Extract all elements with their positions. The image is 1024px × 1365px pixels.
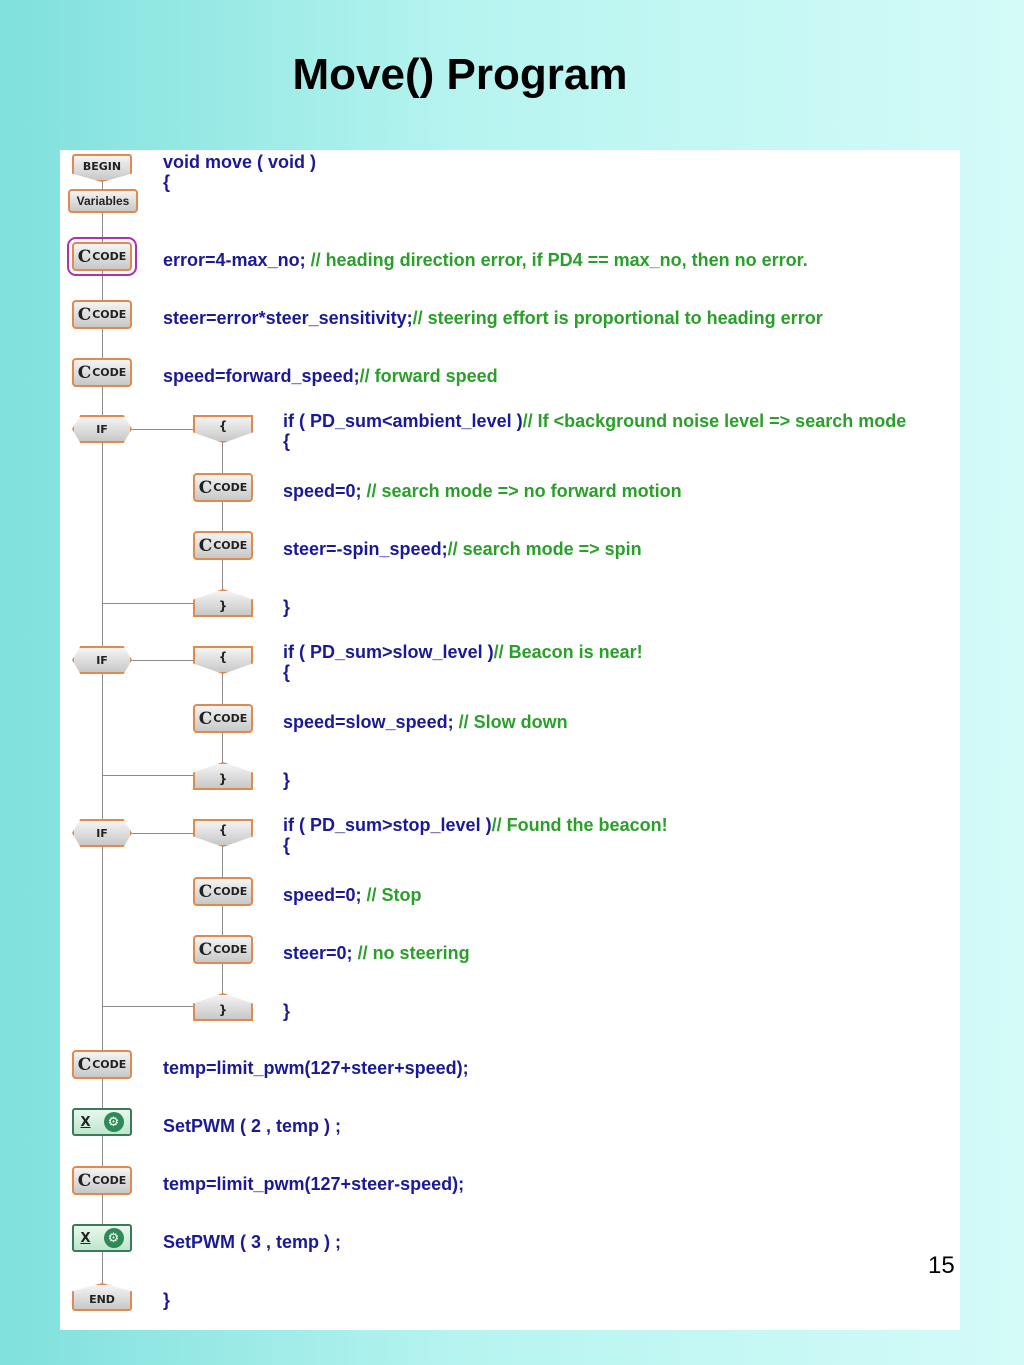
gear-icon: ⚙ bbox=[103, 1228, 124, 1248]
main-flow-line bbox=[102, 170, 103, 1300]
code-icon: C bbox=[198, 477, 213, 498]
code-icon: C bbox=[77, 362, 92, 383]
if1-steer-line: steer=-spin_speed;// search mode => spin bbox=[283, 539, 642, 559]
if1-open-line: { bbox=[283, 431, 291, 451]
if1-speed-line: speed=0; // search mode => no forward mo… bbox=[283, 481, 682, 501]
if3-return bbox=[102, 1006, 194, 1007]
page-number: 15 bbox=[928, 1252, 955, 1279]
if2-close-brace-block[interactable]: } bbox=[193, 762, 253, 790]
if1-close-brace-block[interactable]: } bbox=[193, 589, 253, 617]
if1-close-line: } bbox=[283, 597, 291, 617]
if1-branch-line bbox=[222, 430, 223, 605]
code-icon: C bbox=[77, 304, 92, 325]
if2-open-brace-block[interactable]: { bbox=[193, 646, 253, 674]
end-block[interactable]: END bbox=[72, 1283, 132, 1311]
if3-speed-line: speed=0; // Stop bbox=[283, 885, 422, 905]
code-icon: C bbox=[77, 1170, 92, 1191]
code-icon: C bbox=[198, 535, 213, 556]
if2-speed-line: speed=slow_speed; // Slow down bbox=[283, 712, 568, 732]
steer-line: steer=error*steer_sensitivity;// steerin… bbox=[163, 308, 823, 328]
if1-open-brace-block[interactable]: { bbox=[193, 415, 253, 443]
function-block-setpwm2[interactable]: X⚙ bbox=[72, 1224, 132, 1252]
if3-open-line: { bbox=[283, 835, 291, 855]
if3-close-line: } bbox=[283, 1001, 291, 1021]
temp1-line: temp=limit_pwm(127+steer+speed); bbox=[163, 1058, 469, 1078]
if2-connector bbox=[130, 660, 222, 661]
code-icon: C bbox=[77, 1054, 92, 1075]
if2-open-line: { bbox=[283, 662, 291, 682]
gear-icon: ⚙ bbox=[103, 1112, 124, 1132]
speed-line: speed=forward_speed;// forward speed bbox=[163, 366, 498, 386]
if1-line: if ( PD_sum<ambient_level )// If <backgr… bbox=[283, 411, 907, 431]
open-brace-line: { bbox=[163, 172, 171, 192]
if-block-2[interactable]: IF bbox=[72, 646, 132, 674]
if1-connector bbox=[130, 429, 222, 430]
if3-open-brace-block[interactable]: { bbox=[193, 819, 253, 847]
function-block-setpwm1[interactable]: X⚙ bbox=[72, 1108, 132, 1136]
slide-title: Move() Program bbox=[292, 50, 628, 99]
if2-return bbox=[102, 775, 194, 776]
setpwm1-line: SetPWM ( 2 , temp ) ; bbox=[163, 1116, 342, 1136]
if2-line: if ( PD_sum>slow_level )// Beacon is nea… bbox=[283, 642, 643, 662]
error-line: error=4-max_no; // heading direction err… bbox=[163, 250, 808, 270]
code-icon: C bbox=[198, 881, 213, 902]
if-block-1[interactable]: IF bbox=[72, 415, 132, 443]
if3-line: if ( PD_sum>stop_level )// Found the bea… bbox=[283, 815, 668, 835]
code-icon: C bbox=[198, 939, 213, 960]
if3-branch-line bbox=[222, 834, 223, 1009]
func-decl-line: void move ( void ) bbox=[163, 152, 317, 172]
if-block-3[interactable]: IF bbox=[72, 819, 132, 847]
begin-block[interactable]: BEGIN bbox=[72, 154, 132, 182]
close-brace-line: } bbox=[163, 1290, 171, 1310]
if3-steer-line: steer=0; // no steering bbox=[283, 943, 470, 963]
variables-block[interactable]: Variables bbox=[68, 189, 138, 213]
if1-return bbox=[102, 603, 194, 604]
if2-close-line: } bbox=[283, 770, 291, 790]
setpwm2-line: SetPWM ( 3 , temp ) ; bbox=[163, 1232, 342, 1252]
temp2-line: temp=limit_pwm(127+steer-speed); bbox=[163, 1174, 465, 1194]
if3-close-brace-block[interactable]: } bbox=[193, 993, 253, 1021]
code-icon: C bbox=[77, 246, 92, 267]
if3-connector bbox=[130, 833, 222, 834]
code-icon: C bbox=[198, 708, 213, 729]
